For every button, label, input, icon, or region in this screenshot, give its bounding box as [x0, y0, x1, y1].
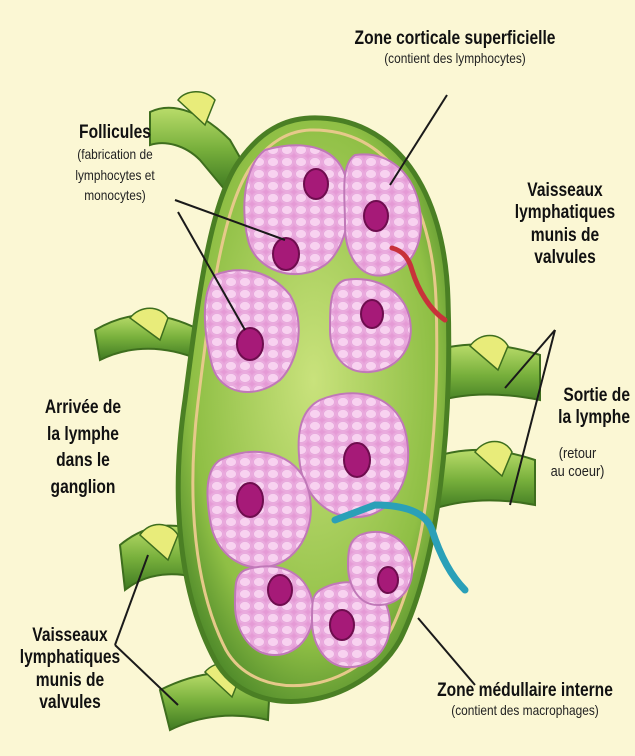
nucleus	[361, 300, 383, 328]
nucleus	[330, 610, 354, 640]
vaisseaux-right-line-3: munis de	[512, 225, 619, 247]
label-arrivee: Arrivée de la lymphe dans le ganglion	[8, 395, 158, 501]
zone-medullaire-title: Zone médullaire interne	[435, 680, 615, 702]
label-zone-corticale: Zone corticale superficielle (contient d…	[330, 28, 580, 67]
zone-corticale-note: (contient des lymphocytes)	[349, 50, 562, 67]
vessel-left-mid	[95, 308, 200, 360]
nucleus	[304, 169, 328, 199]
nucleus	[378, 567, 398, 593]
follicules-note-1: (fabrication de	[43, 144, 188, 164]
label-sortie: Sortie de la lymphe	[515, 385, 630, 430]
label-vaisseaux-left: Vaisseaux lymphatiques munis de valvules	[0, 625, 140, 715]
follicle	[348, 532, 412, 605]
leader-zone-corticale	[390, 95, 447, 185]
label-vaisseaux-right: Vaisseaux lymphatiques munis de valvules	[500, 180, 630, 270]
nucleus	[364, 201, 388, 231]
sortie-line-1: Sortie de	[536, 385, 630, 407]
vaisseaux-left-line-2: lymphatiques	[13, 647, 128, 669]
label-sortie-note: (retour au coeur)	[530, 445, 625, 480]
nucleus	[273, 238, 299, 270]
vaisseaux-left-line-3: munis de	[13, 670, 128, 692]
zone-medullaire-note: (contient des macrophages)	[432, 702, 619, 719]
sortie-note-2: au coeur)	[537, 463, 618, 481]
nucleus	[344, 443, 370, 477]
vaisseaux-left-line-4: valvules	[13, 692, 128, 714]
arrivee-line-4: ganglion	[22, 475, 145, 502]
follicules-note-3: monocytes)	[43, 185, 188, 205]
nucleus	[237, 328, 263, 360]
leader-zone-medullaire	[418, 618, 475, 685]
label-zone-medullaire: Zone médullaire interne (contient des ma…	[415, 680, 635, 719]
label-follicules: Follicules (fabrication de lymphocytes e…	[30, 122, 200, 205]
follicules-title: Follicules	[45, 122, 184, 144]
nucleus	[237, 483, 263, 517]
follicules-note-2: lymphocytes et	[43, 165, 188, 185]
vaisseaux-left-line-1: Vaisseaux	[13, 625, 128, 647]
sortie-note-1: (retour	[537, 445, 618, 463]
zone-corticale-title: Zone corticale superficielle	[353, 28, 558, 50]
vaisseaux-right-line-2: lymphatiques	[512, 202, 619, 224]
vaisseaux-right-line-1: Vaisseaux	[512, 180, 619, 202]
arrivee-line-3: dans le	[22, 448, 145, 475]
vaisseaux-right-line-4: valvules	[512, 247, 619, 269]
arrivee-line-1: Arrivée de	[22, 395, 145, 422]
nucleus	[268, 575, 292, 605]
sortie-line-2: la lymphe	[536, 407, 630, 429]
arrivee-line-2: la lymphe	[22, 422, 145, 449]
